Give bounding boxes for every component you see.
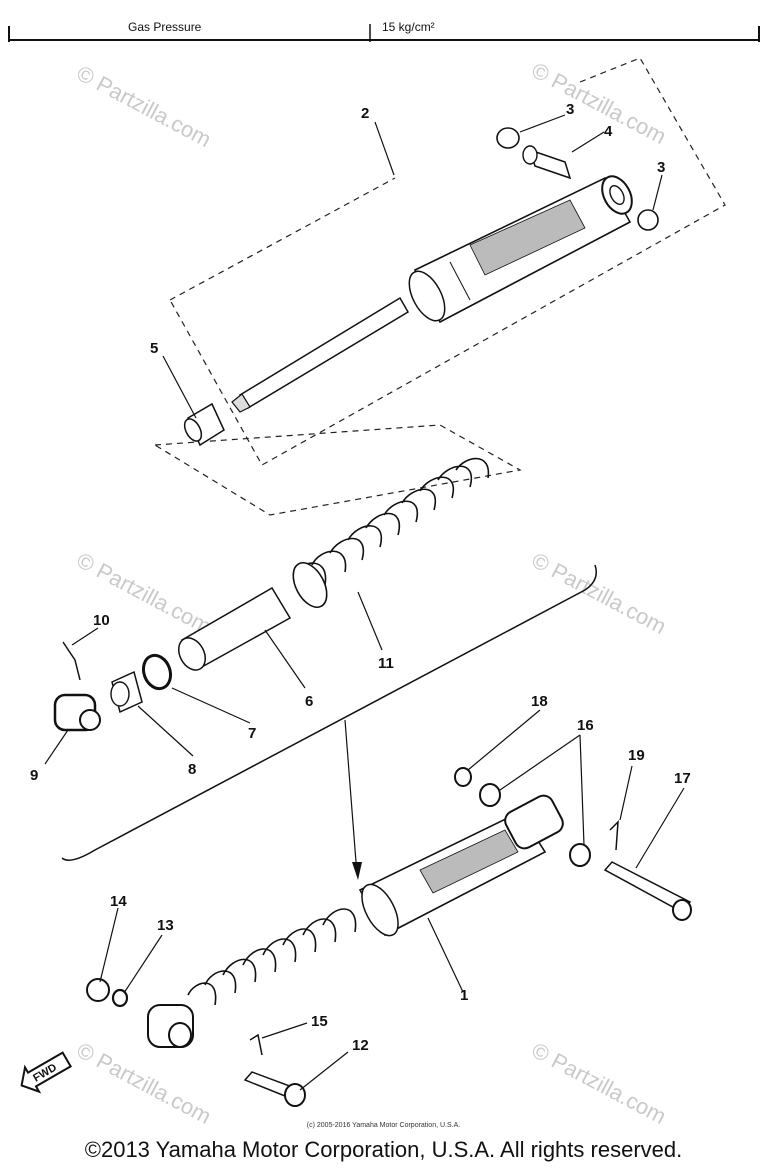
callout-2: 2 xyxy=(361,105,369,122)
small-copyright: (c) 2005-2016 Yamaha Motor Corporation, … xyxy=(306,1122,461,1129)
callout-10: 10 xyxy=(93,612,110,629)
callout-7: 7 xyxy=(248,725,256,742)
clevis-9 xyxy=(53,693,101,732)
watermark-text: © Partzilla.com xyxy=(73,60,216,152)
gas-pressure-value: 15 kg/cm² xyxy=(382,20,435,34)
callout-13: 13 xyxy=(157,917,174,934)
spring xyxy=(292,457,490,608)
callout-19: 19 xyxy=(628,747,645,764)
main-copyright: ©2013 Yamaha Motor Corporation, U.S.A. A… xyxy=(84,1137,683,1162)
assembly-group-outline xyxy=(169,57,726,466)
callout-9: 9 xyxy=(30,767,38,784)
leader-lines xyxy=(44,114,685,1091)
callout-4: 4 xyxy=(604,123,613,140)
callout-12: 12 xyxy=(352,1037,369,1054)
bushing-8 xyxy=(110,670,143,714)
callout-3-top: 3 xyxy=(566,101,574,118)
callout-14: 14 xyxy=(110,893,127,910)
shock-absorber-assembly xyxy=(147,794,564,1048)
callout-18: 18 xyxy=(531,693,548,710)
spec-header-lines xyxy=(8,24,760,42)
spacer-tube xyxy=(177,586,292,671)
callout-1: 1 xyxy=(460,987,468,1004)
fwd-arrow: FWD xyxy=(20,1051,73,1094)
callout-6: 6 xyxy=(305,693,313,710)
gas-pressure-label: Gas Pressure xyxy=(128,20,202,34)
watermark-text: © Partzilla.com xyxy=(528,1037,671,1129)
subassembly-outline xyxy=(153,424,522,516)
watermark-text: © Partzilla.com xyxy=(528,547,671,639)
watermark-text: © Partzilla.com xyxy=(73,1037,216,1129)
callout-5: 5 xyxy=(150,340,158,357)
spec-header: Gas Pressure 15 kg/cm² xyxy=(8,14,760,44)
callout-11: 11 xyxy=(378,655,394,672)
damper-unit xyxy=(183,127,659,447)
callout-3-right: 3 xyxy=(657,159,665,176)
callout-15: 15 xyxy=(311,1013,328,1030)
callout-8: 8 xyxy=(188,761,196,778)
callout-17: 17 xyxy=(674,770,691,787)
callout-16: 16 xyxy=(577,717,594,734)
section-divider xyxy=(61,564,597,861)
